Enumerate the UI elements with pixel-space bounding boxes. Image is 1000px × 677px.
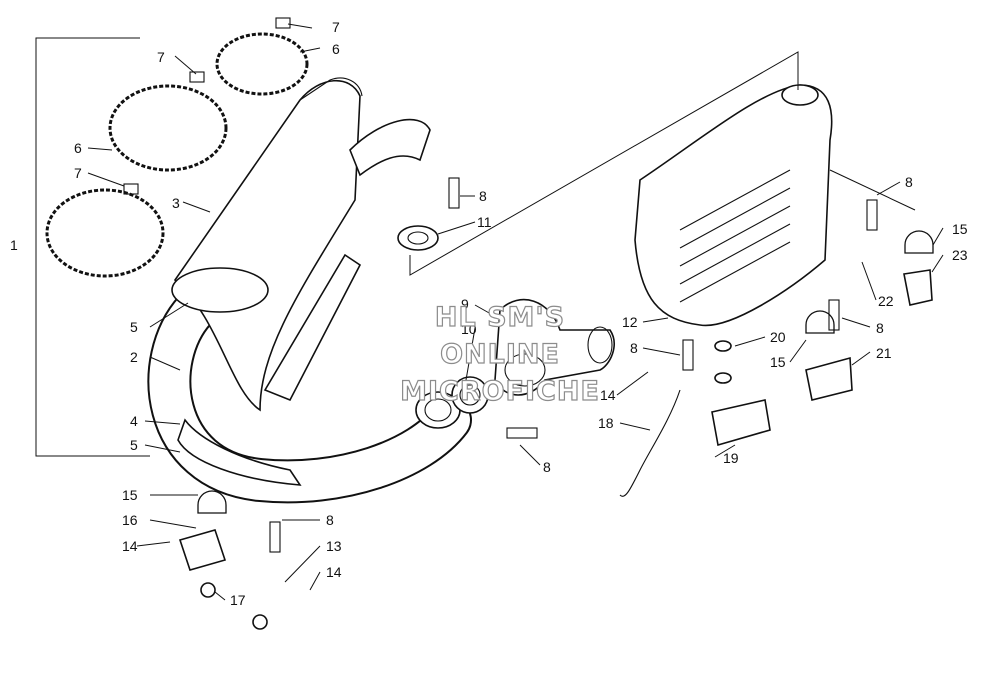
bracket-23 [903, 269, 933, 306]
callout-7a: 7 [74, 165, 82, 181]
washer-20 [714, 340, 732, 384]
callout-12: 12 [622, 314, 638, 330]
bracket-21 [805, 356, 853, 401]
callout-5b: 5 [130, 437, 138, 453]
callout-22: 22 [878, 293, 894, 309]
spring-band-lower [45, 188, 165, 278]
callout-19: 19 [723, 450, 739, 466]
heat-shield [177, 253, 362, 486]
callout-7c: 7 [332, 19, 340, 35]
spring-8d [682, 339, 694, 371]
callout-15a: 15 [952, 221, 968, 237]
callout-17: 17 [230, 592, 246, 608]
bracket-16 [178, 529, 227, 571]
watermark-line-2: ONLINE [440, 339, 560, 370]
spring-band-middle [108, 84, 228, 172]
callout-21: 21 [876, 345, 892, 361]
grommet-15-mid [805, 310, 835, 334]
callout-1: 1 [10, 237, 18, 253]
nut-17 [200, 582, 268, 630]
callout-14c: 14 [326, 564, 342, 580]
callout-18: 18 [598, 415, 614, 431]
callout-15b: 15 [770, 354, 786, 370]
assembly-bracket-1 [35, 37, 150, 457]
spring-8b [866, 199, 878, 231]
callout-13: 13 [326, 538, 342, 554]
callout-5a: 5 [130, 319, 138, 335]
exhaust-manifold [494, 298, 615, 396]
callout-11: 11 [477, 214, 492, 230]
callout-9: 9 [461, 296, 469, 312]
spring-8e [506, 427, 538, 439]
callout-6a: 6 [74, 140, 82, 156]
leader-lines [87, 23, 944, 601]
spring-small-7b [189, 71, 205, 83]
callout-15c: 15 [122, 487, 138, 503]
spring-8f [269, 521, 281, 553]
watermark: HL SM'S ONLINE MICROFICHE [399, 301, 600, 407]
watermark-line-1: HL SM'S [435, 302, 565, 333]
callout-8a: 8 [479, 188, 487, 204]
callout-3: 3 [172, 195, 180, 211]
spring-small-7a [275, 17, 291, 29]
callout-8f: 8 [326, 512, 334, 528]
grommet-15-lower [197, 490, 227, 514]
grommet-15-right [904, 230, 934, 254]
airbox [409, 51, 916, 327]
callout-14a: 14 [600, 387, 616, 403]
callout-4: 4 [130, 413, 138, 429]
spring-band-upper [215, 32, 309, 96]
callout-8d: 8 [630, 340, 638, 356]
gasket-ring-11 [397, 225, 439, 251]
silencer [171, 77, 431, 412]
callout-8c: 8 [876, 320, 884, 336]
callout-8e: 8 [543, 459, 551, 475]
callout-6b: 6 [332, 41, 340, 57]
callout-16: 16 [122, 512, 138, 528]
bracket-19 [711, 399, 771, 447]
spring-8c [828, 299, 840, 331]
callout-7b: 7 [157, 49, 165, 65]
watermark-line-3: MICROFICHE [400, 376, 600, 407]
ground-wire [619, 389, 681, 497]
spring-small-7c [123, 183, 139, 195]
callout-10: 10 [461, 321, 477, 337]
callout-2: 2 [130, 349, 138, 365]
gasket-ring-10 [451, 376, 489, 414]
callout-23: 23 [952, 247, 968, 263]
callout-8b: 8 [905, 174, 913, 190]
callout-labels: 1 2 3 4 5 5 6 6 7 7 7 8 8 8 8 8 8 9 10 1… [10, 19, 968, 608]
callout-20: 20 [770, 329, 786, 345]
spring-8a [448, 177, 460, 209]
callout-14b: 14 [122, 538, 138, 554]
